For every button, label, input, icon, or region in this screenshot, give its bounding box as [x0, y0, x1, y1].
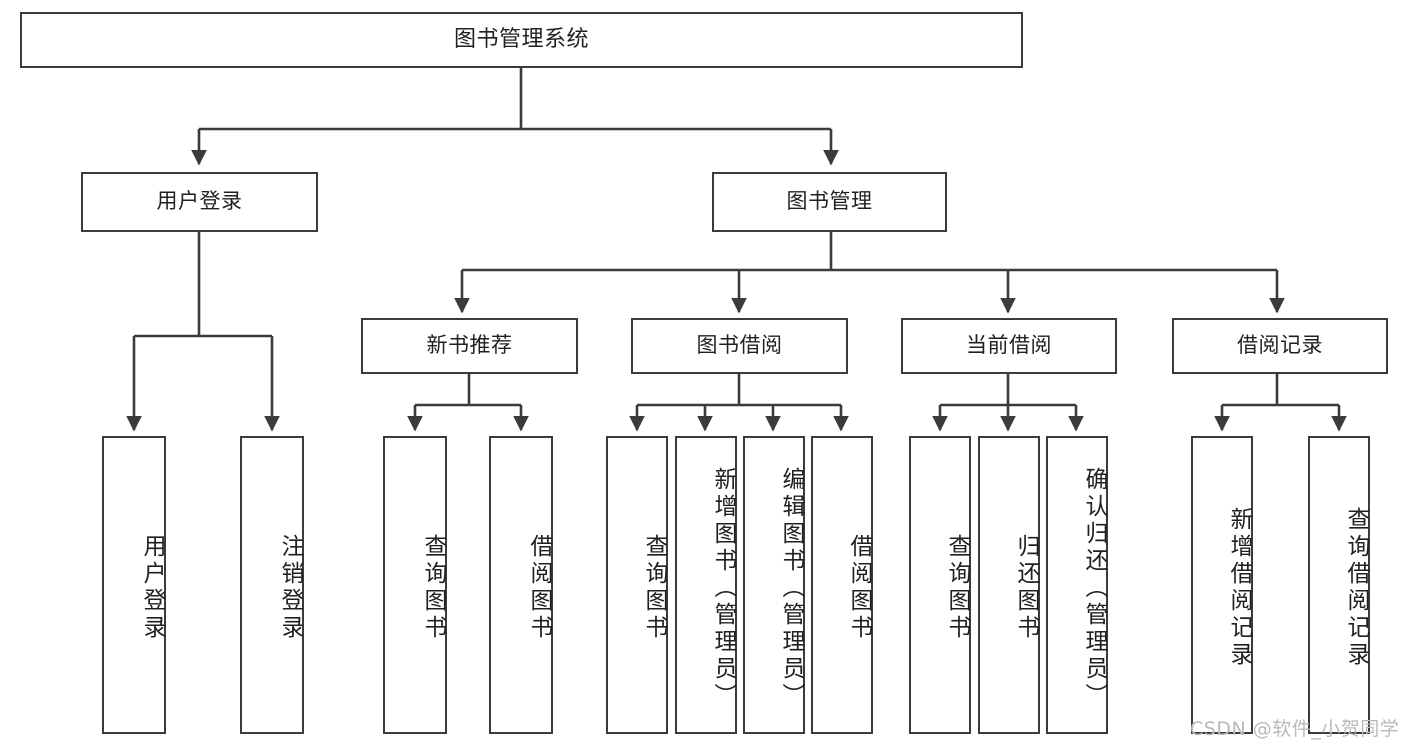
- node-leaf-confirm-return-admin-label: 确认归还（管理员）: [1081, 466, 1107, 710]
- node-leaf-query-borrow-record[interactable]: 查询借阅记录: [1308, 436, 1370, 734]
- node-leaf-query-book-recommend-label: 查询图书: [420, 534, 446, 642]
- node-leaf-add-borrow-record-label: 新增借阅记录: [1226, 507, 1252, 669]
- node-leaf-user-login[interactable]: 用户登录: [102, 436, 166, 734]
- csdn-watermark: CSDN @软件_小贺同学: [1190, 718, 1400, 740]
- node-borrow-record-label: 借阅记录: [1237, 333, 1323, 358]
- node-leaf-add-borrow-record[interactable]: 新增借阅记录: [1191, 436, 1253, 734]
- node-leaf-confirm-return-admin[interactable]: 确认归还（管理员）: [1046, 436, 1108, 734]
- node-book-borrow[interactable]: 图书借阅: [631, 318, 848, 374]
- node-current-borrow[interactable]: 当前借阅: [901, 318, 1117, 374]
- node-borrow-record[interactable]: 借阅记录: [1172, 318, 1388, 374]
- node-leaf-query-book-borrow-label: 查询图书: [641, 534, 667, 642]
- node-leaf-add-book-admin-label: 新增图书（管理员）: [710, 466, 736, 710]
- node-leaf-return-book[interactable]: 归还图书: [978, 436, 1040, 734]
- node-leaf-borrow-book-label: 借阅图书: [846, 534, 872, 642]
- node-leaf-query-borrow-record-label: 查询借阅记录: [1343, 507, 1369, 669]
- node-book-management-label: 图书管理: [786, 189, 873, 214]
- node-leaf-add-book-admin[interactable]: 新增图书（管理员）: [675, 436, 737, 734]
- node-book-management[interactable]: 图书管理: [712, 172, 947, 232]
- node-leaf-logout[interactable]: 注销登录: [240, 436, 304, 734]
- node-leaf-edit-book-admin-label: 编辑图书（管理员）: [778, 466, 804, 710]
- node-leaf-query-book-current-label: 查询图书: [944, 534, 970, 642]
- node-root-book-management-system[interactable]: 图书管理系统: [20, 12, 1023, 68]
- node-current-borrow-label: 当前借阅: [966, 333, 1052, 358]
- node-user-login-label: 用户登录: [156, 189, 243, 214]
- node-leaf-logout-label: 注销登录: [277, 534, 303, 642]
- node-new-book-recommend[interactable]: 新书推荐: [361, 318, 578, 374]
- node-user-login[interactable]: 用户登录: [81, 172, 318, 232]
- node-leaf-user-login-label: 用户登录: [139, 534, 165, 642]
- node-leaf-return-book-label: 归还图书: [1013, 534, 1039, 642]
- node-leaf-query-book-recommend[interactable]: 查询图书: [383, 436, 447, 734]
- node-leaf-borrow-book-recommend[interactable]: 借阅图书: [489, 436, 553, 734]
- node-root-label: 图书管理系统: [453, 26, 589, 52]
- node-leaf-query-book-current[interactable]: 查询图书: [909, 436, 971, 734]
- node-leaf-edit-book-admin[interactable]: 编辑图书（管理员）: [743, 436, 805, 734]
- node-book-borrow-label: 图书借阅: [696, 333, 783, 358]
- node-leaf-borrow-book-recommend-label: 借阅图书: [526, 534, 552, 642]
- node-new-book-recommend-label: 新书推荐: [426, 333, 513, 358]
- node-leaf-query-book-borrow[interactable]: 查询图书: [606, 436, 668, 734]
- node-leaf-borrow-book[interactable]: 借阅图书: [811, 436, 873, 734]
